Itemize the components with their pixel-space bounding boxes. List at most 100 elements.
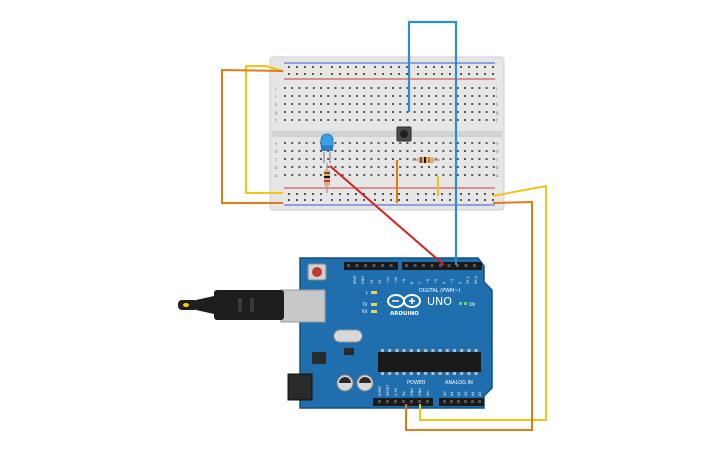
terminal-hole[interactable]	[442, 119, 445, 121]
terminal-hole[interactable]	[471, 87, 474, 89]
terminal-hole[interactable]	[392, 150, 394, 152]
terminal-hole[interactable]	[392, 95, 394, 97]
terminal-hole[interactable]	[464, 95, 466, 97]
header-pin[interactable]	[464, 264, 468, 267]
terminal-hole[interactable]	[399, 158, 402, 160]
terminal-hole[interactable]	[428, 111, 430, 113]
terminal-hole[interactable]	[428, 95, 430, 97]
terminal-hole[interactable]	[363, 166, 366, 168]
terminal-hole[interactable]	[320, 87, 322, 89]
terminal-hole[interactable]	[435, 174, 438, 176]
terminal-hole[interactable]	[464, 103, 466, 105]
terminal-hole[interactable]	[348, 111, 351, 113]
terminal-hole[interactable]	[320, 174, 322, 176]
terminal-hole[interactable]	[442, 174, 445, 176]
terminal-hole[interactable]	[348, 87, 351, 89]
terminal-hole[interactable]	[341, 111, 344, 113]
terminal-hole[interactable]	[305, 111, 308, 113]
terminal-hole[interactable]	[399, 119, 402, 121]
rail-hole[interactable]	[449, 73, 451, 75]
terminal-hole[interactable]	[370, 166, 373, 168]
wire-yellow-left[interactable]	[245, 65, 284, 194]
terminal-hole[interactable]	[356, 174, 358, 176]
terminal-hole[interactable]	[464, 111, 466, 113]
terminal-hole[interactable]	[384, 95, 387, 97]
terminal-hole[interactable]	[348, 142, 351, 144]
terminal-hole[interactable]	[320, 103, 322, 105]
terminal-hole[interactable]	[305, 150, 308, 152]
terminal-hole[interactable]	[284, 87, 286, 89]
header-pin[interactable]	[426, 400, 429, 403]
terminal-hole[interactable]	[464, 142, 466, 144]
terminal-hole[interactable]	[392, 111, 394, 113]
terminal-hole[interactable]	[464, 158, 466, 160]
terminal-hole[interactable]	[363, 103, 366, 105]
rail-hole[interactable]	[339, 66, 341, 68]
rail-hole[interactable]	[398, 193, 400, 195]
terminal-hole[interactable]	[384, 174, 387, 176]
header-pin[interactable]	[447, 264, 451, 267]
header-pin[interactable]	[418, 400, 421, 403]
rail-hole[interactable]	[417, 66, 419, 68]
terminal-hole[interactable]	[305, 142, 308, 144]
rail-hole[interactable]	[320, 73, 322, 75]
terminal-hole[interactable]	[327, 166, 330, 168]
terminal-hole[interactable]	[298, 166, 301, 168]
rail-hole[interactable]	[296, 193, 298, 195]
rail-hole[interactable]	[390, 193, 392, 195]
header-pin[interactable]	[389, 264, 393, 267]
terminal-hole[interactable]	[363, 95, 366, 97]
terminal-hole[interactable]	[327, 158, 330, 160]
terminal-hole[interactable]	[420, 166, 423, 168]
rail-hole[interactable]	[398, 66, 400, 68]
terminal-hole[interactable]	[348, 119, 351, 121]
rail-hole[interactable]	[320, 66, 322, 68]
terminal-hole[interactable]	[341, 166, 344, 168]
terminal-hole[interactable]	[284, 103, 286, 105]
terminal-hole[interactable]	[341, 142, 344, 144]
rail-hole[interactable]	[288, 199, 290, 201]
terminal-hole[interactable]	[435, 103, 438, 105]
terminal-hole[interactable]	[312, 174, 315, 176]
rail-hole[interactable]	[347, 66, 349, 68]
terminal-hole[interactable]	[334, 103, 337, 105]
header-pin[interactable]	[347, 264, 350, 267]
rail-hole[interactable]	[492, 193, 494, 195]
terminal-hole[interactable]	[485, 174, 488, 176]
terminal-hole[interactable]	[399, 166, 402, 168]
terminal-hole[interactable]	[327, 111, 330, 113]
rail-hole[interactable]	[425, 193, 427, 195]
terminal-hole[interactable]	[341, 150, 344, 152]
rail-hole[interactable]	[492, 73, 494, 75]
terminal-hole[interactable]	[420, 103, 423, 105]
rail-hole[interactable]	[441, 66, 443, 68]
header-pin[interactable]	[378, 400, 381, 403]
rail-hole[interactable]	[312, 193, 314, 195]
rail-hole[interactable]	[390, 73, 392, 75]
rail-hole[interactable]	[296, 199, 298, 201]
header-pin[interactable]	[402, 400, 405, 403]
terminal-hole[interactable]	[413, 174, 416, 176]
analog-header[interactable]	[439, 398, 484, 406]
terminal-hole[interactable]	[456, 174, 459, 176]
terminal-hole[interactable]	[320, 119, 322, 121]
terminal-hole[interactable]	[298, 87, 301, 89]
terminal-hole[interactable]	[291, 119, 294, 121]
header-pin[interactable]	[413, 264, 417, 267]
terminal-hole[interactable]	[435, 87, 438, 89]
terminal-hole[interactable]	[449, 95, 452, 97]
rail-hole[interactable]	[331, 66, 333, 68]
rail-hole[interactable]	[304, 193, 306, 195]
rail-hole[interactable]	[484, 66, 486, 68]
rail-hole[interactable]	[296, 66, 298, 68]
terminal-hole[interactable]	[399, 111, 402, 113]
terminal-hole[interactable]	[392, 103, 394, 105]
terminal-hole[interactable]	[356, 87, 358, 89]
terminal-hole[interactable]	[471, 150, 474, 152]
rail-hole[interactable]	[374, 193, 376, 195]
wires[interactable]	[221, 20, 547, 431]
rail-hole[interactable]	[355, 199, 357, 201]
terminal-hole[interactable]	[456, 95, 459, 97]
header-pin[interactable]	[410, 400, 413, 403]
rail-hole[interactable]	[417, 73, 419, 75]
